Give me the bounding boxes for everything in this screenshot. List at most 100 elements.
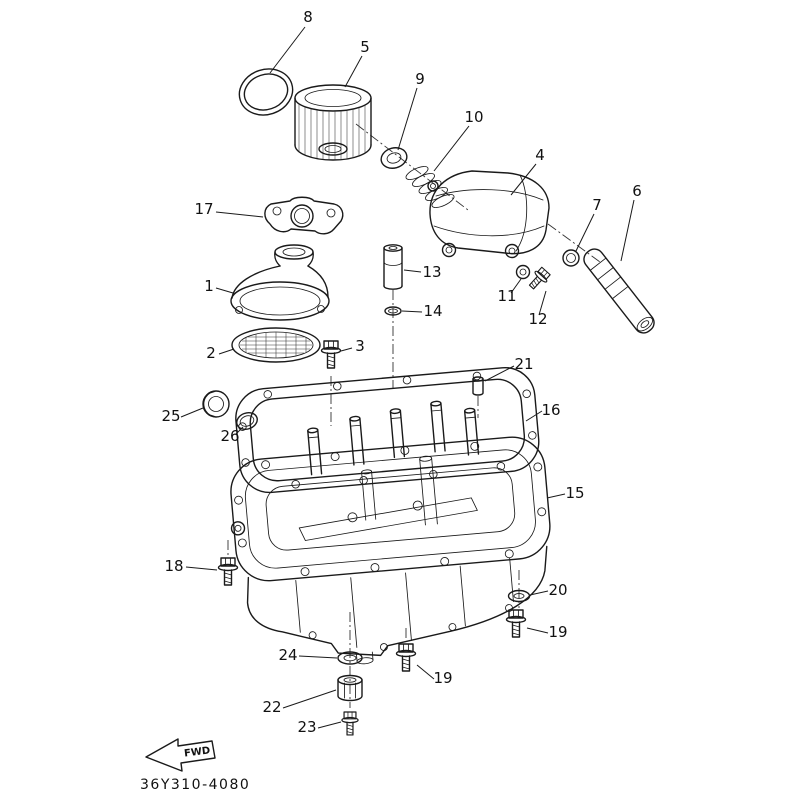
leader-23	[317, 721, 342, 729]
cover-depth-line	[515, 174, 528, 252]
pan-body-ribs	[295, 557, 514, 648]
pan-body-outline	[246, 545, 548, 657]
callout-11: 11	[497, 287, 516, 305]
callout-20: 20	[548, 581, 567, 599]
cover-lower-contour	[433, 225, 545, 237]
callout-7: 7	[592, 196, 602, 214]
filter-bottom	[294, 144, 372, 161]
oring-inner	[243, 73, 289, 111]
leader-21	[484, 365, 515, 382]
cover-ear-hole	[504, 243, 520, 259]
pan-flange-tabs	[308, 604, 513, 651]
part-oring-8	[238, 68, 294, 116]
filter-hole-inner	[324, 145, 342, 153]
leader-22	[282, 689, 337, 709]
pan-gasket-outer	[235, 366, 540, 494]
fitting-top-hole	[388, 246, 398, 250]
centerline-cover-pipe	[547, 223, 601, 263]
callout-13: 13	[422, 263, 441, 281]
leader-4	[510, 163, 537, 196]
fitting-bottom	[383, 285, 403, 290]
leader-10	[433, 125, 470, 172]
callout-10: 10	[464, 108, 483, 126]
callout-25: 25	[161, 407, 180, 425]
part-oring-14	[384, 306, 402, 316]
callout-16: 16	[541, 401, 560, 419]
strainer-neck-hole	[282, 247, 306, 257]
plug-hex-facets	[344, 682, 356, 699]
screen-mesh	[240, 332, 312, 358]
part-washer-9	[380, 147, 408, 169]
cover-upper-contour	[435, 189, 544, 201]
part-fitting-13	[383, 244, 403, 290]
strainer-rim-outer	[230, 281, 330, 321]
part-washer-24	[337, 651, 363, 665]
callout-labels: 8 5 9 10 4 6 7 17 1 13 11 12 14 2 3 21 2…	[161, 8, 641, 736]
strainer-neck-sides	[274, 251, 314, 267]
filter-top	[294, 84, 372, 112]
oring-outer	[238, 68, 294, 116]
part-bolt-18	[217, 557, 239, 586]
callout-24: 24	[278, 646, 297, 664]
leader-7	[575, 213, 595, 252]
pipe-ribs	[589, 257, 629, 300]
leader-8	[269, 26, 306, 74]
part-filter-element-5	[294, 84, 372, 161]
strainer-tab-hole	[317, 305, 325, 313]
callout-2: 2	[206, 344, 216, 362]
leader-24	[298, 655, 338, 659]
gasket-outline	[264, 196, 344, 235]
plug-sides	[337, 679, 363, 702]
pipe-end-hole	[640, 320, 650, 328]
filter-sides	[294, 97, 372, 146]
pan-gasket-inner	[249, 378, 526, 482]
callout-9: 9	[415, 70, 425, 88]
callout-8: 8	[303, 8, 313, 26]
part-strainer-cover-1	[230, 244, 330, 321]
pan-baffle	[298, 497, 478, 541]
leader-19-bottom	[416, 664, 435, 680]
part-gasket-17	[264, 196, 344, 235]
callout-17: 17	[194, 200, 213, 218]
fitting-collar	[383, 261, 403, 266]
leader-12	[538, 290, 547, 316]
part-spring-10	[405, 166, 455, 208]
callout-18: 18	[164, 557, 183, 575]
plug-face	[202, 390, 230, 418]
part-bolt-23	[341, 711, 359, 736]
callout-4: 4	[535, 146, 545, 164]
strainer-neck	[274, 244, 314, 260]
strainer-body	[231, 265, 329, 299]
leader-26	[235, 426, 244, 435]
part-washer-11	[515, 264, 531, 280]
pan-pickup-tubes	[361, 455, 438, 526]
part-oil-pan-15	[230, 400, 551, 665]
leader-11	[510, 278, 522, 294]
callout-21: 21	[514, 355, 533, 373]
callout-22: 22	[262, 698, 281, 716]
callout-3: 3	[355, 337, 365, 355]
plug-top-recess	[343, 677, 357, 683]
part-pipe-6	[583, 248, 655, 334]
callout-19-bottom: 19	[433, 669, 452, 687]
callout-26: 26	[220, 427, 239, 445]
leader-9	[397, 87, 418, 151]
screen-outer	[231, 327, 321, 363]
leader-19-right	[526, 627, 549, 634]
part-strainer-screen-2	[231, 327, 321, 363]
part-bolt-19-right	[505, 609, 527, 638]
washer-outer	[380, 147, 408, 169]
fwd-arrow-shape	[145, 738, 216, 772]
callout-6: 6	[632, 182, 642, 200]
leader-5	[344, 55, 363, 88]
leader-13	[403, 269, 422, 273]
part-code: 36Y310-4080	[140, 777, 250, 793]
part-plug-25	[202, 390, 230, 418]
pan-rim-outer	[230, 436, 551, 582]
callout-23: 23	[297, 718, 316, 736]
cover-ear-hole	[441, 242, 457, 258]
pan-gasket-bolt-holes	[238, 371, 537, 489]
leader-2	[218, 348, 235, 355]
